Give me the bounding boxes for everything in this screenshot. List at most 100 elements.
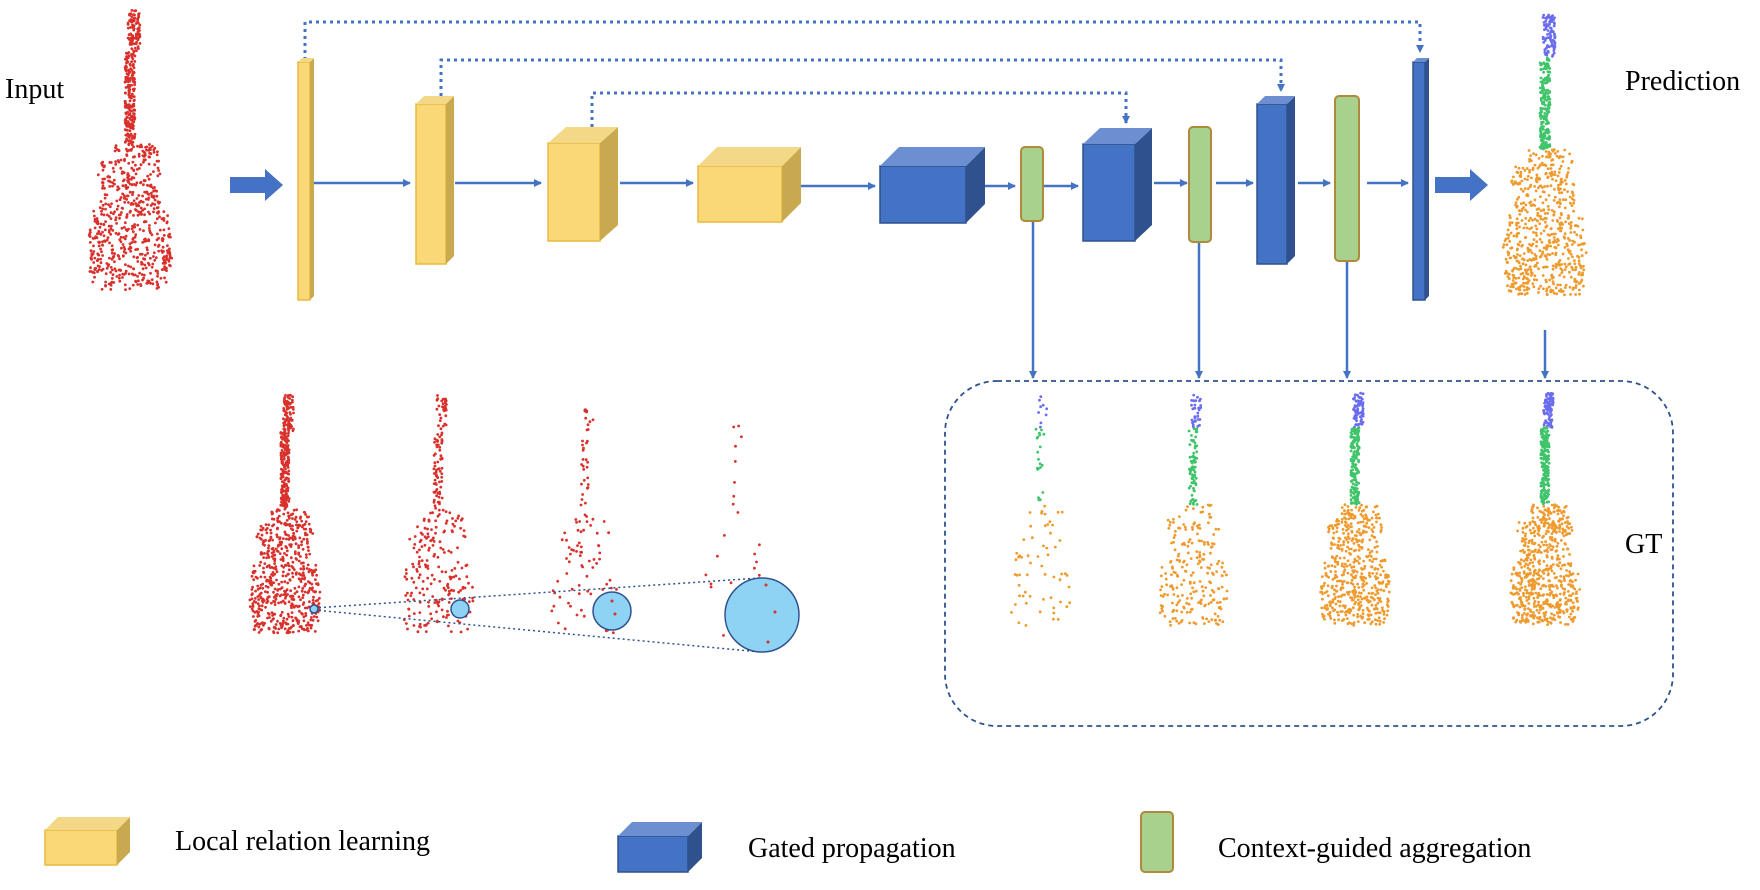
point (1552, 148, 1556, 152)
point (462, 534, 465, 538)
point (266, 585, 270, 589)
point (1180, 543, 1184, 546)
point (1190, 608, 1193, 611)
point (1563, 262, 1567, 266)
point (432, 554, 436, 558)
point (1341, 604, 1345, 608)
point (1552, 17, 1555, 21)
point (423, 535, 427, 539)
point (1363, 596, 1367, 600)
point (1359, 415, 1362, 419)
point (1549, 512, 1553, 515)
point (100, 181, 104, 184)
point (1067, 585, 1071, 589)
point (278, 537, 281, 541)
point (1048, 520, 1052, 524)
point (1580, 273, 1583, 277)
point (1192, 451, 1196, 455)
point (570, 587, 574, 591)
point (279, 451, 283, 455)
point (450, 569, 454, 572)
point (126, 172, 130, 175)
point (1324, 573, 1328, 577)
point (419, 625, 422, 629)
point (287, 424, 291, 428)
point (1360, 567, 1363, 570)
point (1343, 604, 1347, 608)
point (1347, 593, 1350, 596)
point (1188, 455, 1192, 459)
point (133, 83, 137, 87)
point (1515, 227, 1519, 231)
point (1534, 189, 1538, 193)
point (289, 405, 293, 409)
point (261, 621, 264, 624)
point (1547, 500, 1550, 504)
point (299, 625, 303, 628)
point (1364, 513, 1367, 517)
sampled-point-cloud-1 (248, 393, 322, 635)
point (1524, 532, 1527, 536)
point (284, 596, 287, 600)
point (1025, 573, 1029, 577)
point (252, 578, 256, 582)
point (101, 243, 104, 247)
point (1360, 546, 1364, 549)
point (1554, 264, 1558, 268)
point (272, 581, 276, 585)
point (1319, 590, 1322, 594)
point (433, 491, 437, 494)
point (1372, 526, 1376, 529)
point (1221, 561, 1224, 565)
point (1321, 612, 1324, 616)
point (282, 421, 286, 425)
point (1360, 597, 1364, 601)
point (1513, 180, 1517, 184)
point (153, 146, 157, 150)
point (299, 555, 302, 558)
point (1193, 406, 1197, 410)
point (1575, 233, 1579, 237)
point (290, 513, 293, 517)
point (124, 269, 128, 273)
point (1206, 541, 1210, 544)
point (1351, 462, 1355, 466)
point (1322, 614, 1326, 618)
point (276, 619, 279, 623)
point (435, 483, 438, 486)
point (1546, 205, 1550, 208)
point (128, 287, 132, 290)
point (153, 243, 157, 247)
point (279, 624, 283, 627)
point (1526, 187, 1530, 191)
point (1330, 555, 1334, 558)
point (307, 570, 311, 574)
point (435, 494, 438, 498)
point (1544, 77, 1547, 81)
point (1549, 410, 1552, 414)
point (306, 591, 310, 595)
point (279, 436, 283, 439)
point (141, 278, 144, 282)
point (130, 9, 134, 12)
point (1193, 521, 1196, 525)
point (156, 166, 160, 170)
point (129, 63, 132, 67)
point (1530, 176, 1533, 180)
point (303, 576, 307, 579)
point (300, 589, 304, 593)
point (291, 535, 295, 538)
point (297, 585, 301, 589)
point (311, 586, 314, 590)
point (420, 559, 424, 562)
point (108, 256, 111, 260)
point (1161, 595, 1165, 598)
point (1360, 411, 1364, 415)
point (89, 249, 93, 253)
point (1556, 150, 1560, 153)
point (125, 106, 129, 109)
point (575, 520, 578, 524)
point (1196, 424, 1200, 428)
point (1523, 585, 1527, 589)
point (1365, 582, 1368, 585)
